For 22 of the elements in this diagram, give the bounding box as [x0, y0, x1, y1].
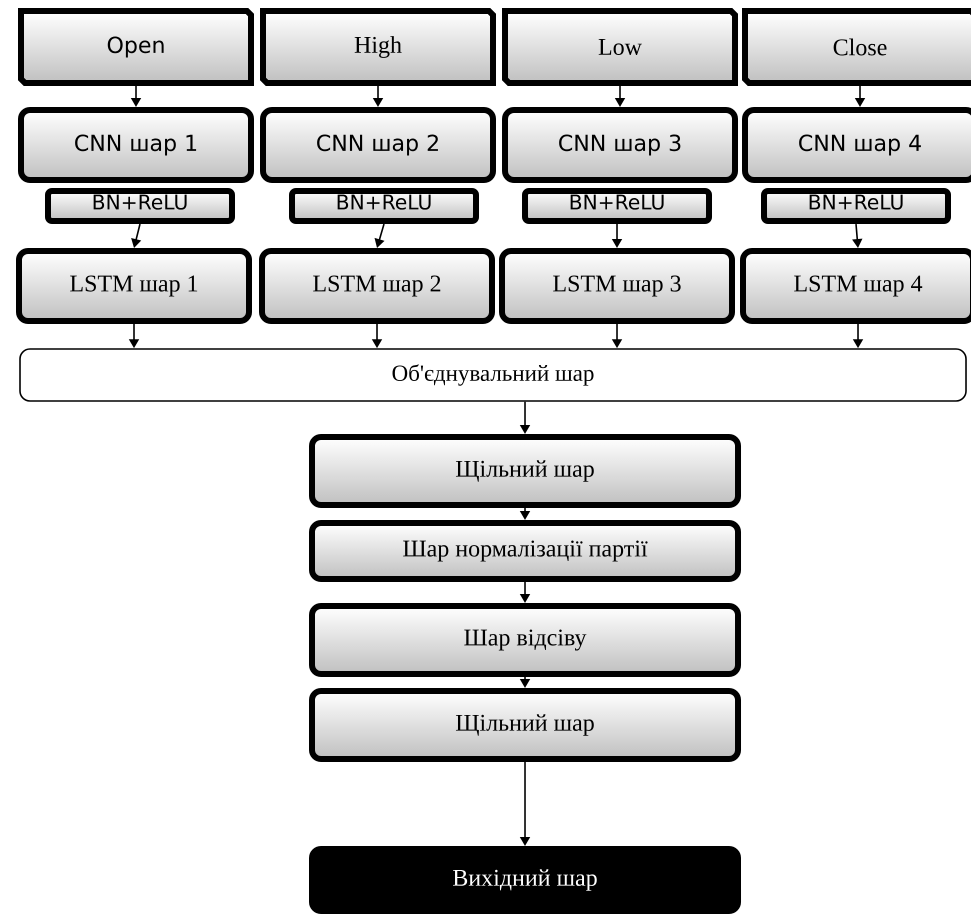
layer-box: LSTM шар 3: [499, 248, 735, 324]
layer-box: CNN шар 3: [502, 107, 738, 183]
layer-box: CNN шар 4: [742, 107, 971, 183]
layer-box: Щільний шар: [309, 688, 741, 762]
layer-box: LSTM шар 4: [740, 248, 971, 324]
input-box: High: [260, 8, 496, 86]
input-box: Open: [18, 8, 254, 86]
activation-box: BN+ReLU: [761, 188, 951, 224]
merge-box: Об'єднувальний шар: [19, 348, 967, 402]
layer-box: LSTM шар 2: [259, 248, 495, 324]
input-box: Low: [502, 8, 738, 86]
activation-box: BN+ReLU: [289, 188, 479, 224]
activation-box: BN+ReLU: [45, 188, 235, 224]
layer-box: CNN шар 2: [260, 107, 496, 183]
layer-box: Шар нормалізації партії: [309, 520, 741, 582]
output-box: Вихідний шар: [309, 846, 741, 914]
activation-box: BN+ReLU: [522, 188, 712, 224]
layer-box: Щільний шар: [309, 434, 741, 508]
layer-box: CNN шар 1: [18, 107, 254, 183]
layer-box: LSTM шар 1: [16, 248, 252, 324]
input-box: Close: [742, 8, 971, 86]
layer-box: Шар відсіву: [309, 603, 741, 677]
